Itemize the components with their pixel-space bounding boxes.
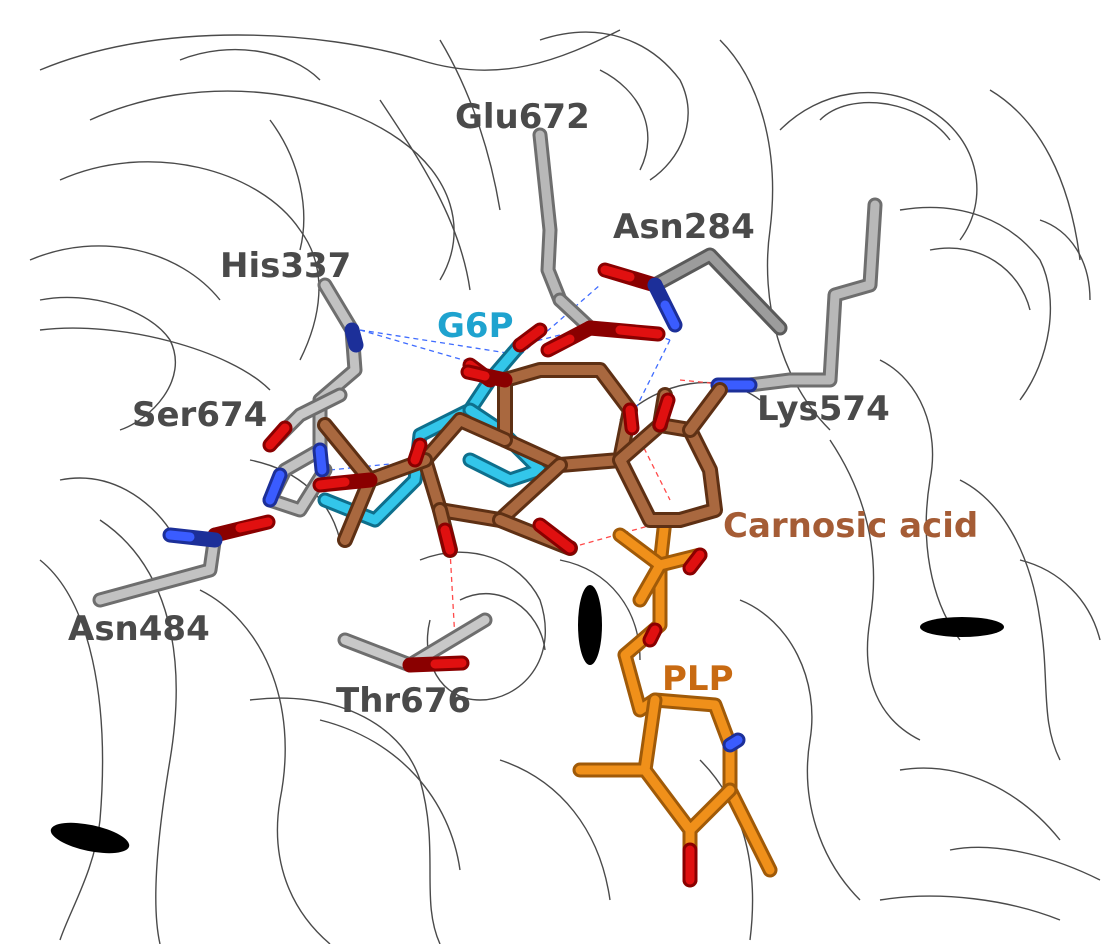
- asn484-stick: [92, 514, 276, 608]
- label-asn284: Asn284: [613, 207, 755, 247]
- residue-sticks: [92, 127, 883, 673]
- plp-stick: [572, 512, 778, 888]
- carnosic-acid-stick: [312, 362, 728, 558]
- ribbon-edge-marks: [50, 585, 1004, 854]
- thr676-stick: [337, 612, 493, 673]
- ser674-stick: [262, 387, 348, 453]
- label-carnosic-acid: Carnosic acid: [723, 506, 978, 546]
- labels: Glu672 Asn284 His337 G6P Ser674 Lys574 C…: [68, 97, 978, 721]
- label-glu672: Glu672: [455, 97, 590, 137]
- asn284-stick: [597, 247, 788, 336]
- label-lys574: Lys574: [757, 389, 890, 429]
- label-g6p: G6P: [437, 306, 513, 346]
- label-his337: His337: [220, 246, 351, 286]
- his337-stick: [262, 277, 364, 518]
- glu672-stick: [532, 127, 666, 358]
- ligand-sticks: [312, 322, 778, 888]
- label-ser674: Ser674: [132, 395, 267, 435]
- label-plp: PLP: [662, 659, 734, 699]
- label-thr676: Thr676: [336, 681, 471, 721]
- label-asn484: Asn484: [68, 609, 210, 649]
- protein-ribbon-outlines: [29, 29, 1101, 944]
